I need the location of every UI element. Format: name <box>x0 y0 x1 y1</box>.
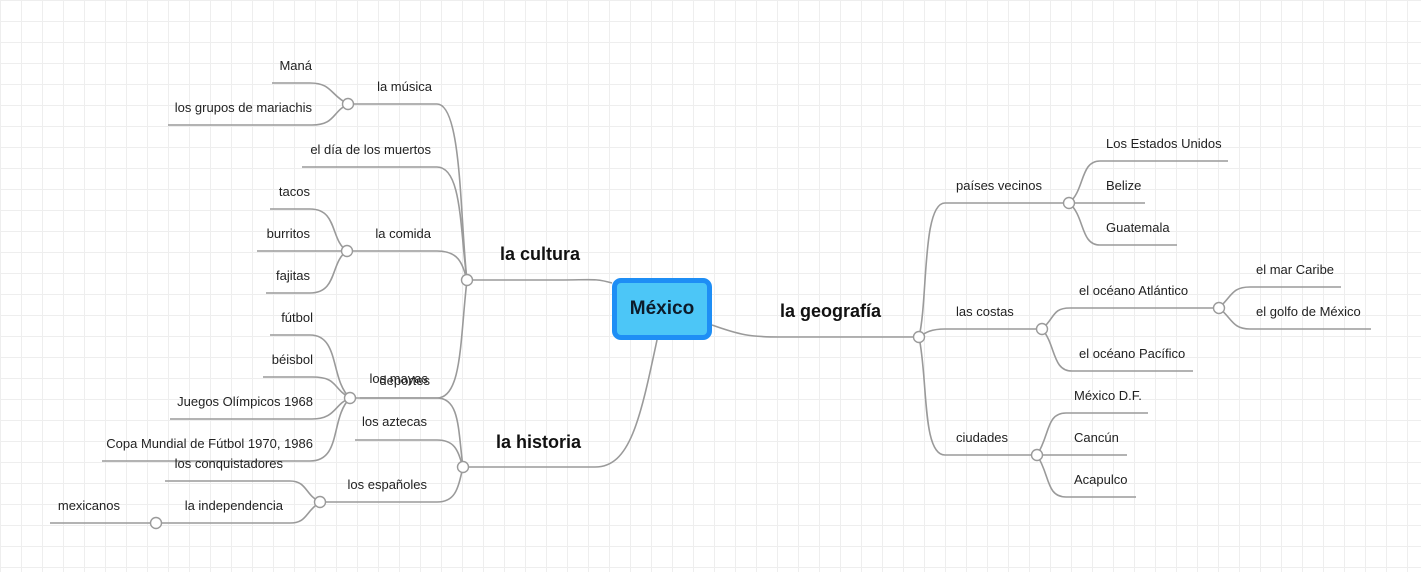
node-mariachis[interactable]: los grupos de mariachis <box>174 100 312 115</box>
connector-df <box>1036 412 1148 456</box>
node-copa[interactable]: Copa Mundial de Fútbol 1970, 1986 <box>106 436 313 451</box>
toggle-cultura[interactable] <box>460 273 474 287</box>
connector-atlantico <box>1041 307 1219 330</box>
node-espanoles[interactable]: los españoles <box>347 477 428 492</box>
node-tacos[interactable]: tacos <box>278 184 310 199</box>
toggle-espanoles[interactable] <box>313 495 327 509</box>
node-musica[interactable]: la música <box>377 79 432 94</box>
connector-tacos <box>270 208 348 252</box>
node-mexicanos[interactable]: mexicanos <box>57 498 120 513</box>
connector-aztecas <box>355 439 464 468</box>
connector-mayas <box>360 397 464 468</box>
branch-cultura[interactable]: la cultura <box>500 244 581 264</box>
toggle-historia[interactable] <box>456 460 470 474</box>
node-acapulco[interactable]: Acapulco <box>1074 472 1128 487</box>
branch-historia[interactable]: la historia <box>496 432 582 452</box>
connector-guatemala <box>1068 202 1177 246</box>
toggle-vecinos[interactable] <box>1062 196 1076 210</box>
node-fajitas[interactable]: fajitas <box>276 268 310 283</box>
connector-comida <box>347 250 468 281</box>
toggle-deportes[interactable] <box>343 391 357 405</box>
toggle-comida[interactable] <box>340 244 354 258</box>
node-eeuu[interactable]: Los Estados Unidos <box>1106 136 1222 151</box>
node-muertos[interactable]: el día de los muertos <box>310 142 431 157</box>
toggle-geografia[interactable] <box>912 330 926 344</box>
connector-ciudades <box>918 336 1037 456</box>
node-atlantico[interactable]: el océano Atlántico <box>1079 283 1189 298</box>
connector-historia <box>463 339 658 468</box>
connector-acapulco <box>1036 454 1136 498</box>
connector-muertos <box>302 166 468 281</box>
connector-fajitas <box>266 250 348 294</box>
toggle-costas[interactable] <box>1035 322 1049 336</box>
node-independencia[interactable]: la independencia <box>184 498 283 513</box>
connector-vecinos <box>918 202 1069 338</box>
node-guatemala[interactable]: Guatemala <box>1106 220 1170 235</box>
connector-costas <box>918 328 1042 338</box>
node-ciudades[interactable]: ciudades <box>956 430 1009 445</box>
connector-geografia <box>711 324 919 338</box>
connector-copa <box>102 397 351 462</box>
node-beisbol[interactable]: béisbol <box>271 352 313 367</box>
node-mayas[interactable]: los mayas <box>369 371 428 386</box>
toggle-ciudades[interactable] <box>1030 448 1044 462</box>
connector-eeuu <box>1068 160 1228 204</box>
node-burritos[interactable]: burritos <box>266 226 310 241</box>
node-deportes[interactable]: deportes <box>379 373 430 388</box>
node-pacifico[interactable]: el océano Pacífico <box>1079 346 1186 361</box>
node-aztecas[interactable]: los aztecas <box>361 414 427 429</box>
node-caribe[interactable]: el mar Caribe <box>1256 262 1335 277</box>
node-juegos[interactable]: Juegos Olímpicos 1968 <box>177 394 313 409</box>
toggle-independencia[interactable] <box>149 516 163 530</box>
connector-cultura <box>467 278 613 284</box>
node-df[interactable]: México D.F. <box>1074 388 1142 403</box>
connector-futbol <box>270 334 351 399</box>
node-mana[interactable]: Maná <box>279 58 312 73</box>
node-vecinos[interactable]: países vecinos <box>956 178 1042 193</box>
connector-pacifico <box>1041 328 1193 372</box>
root-node[interactable]: México <box>612 278 712 340</box>
node-belize[interactable]: Belize <box>1106 178 1142 193</box>
node-futbol[interactable]: fútbol <box>281 310 313 325</box>
connector-espanoles <box>320 466 464 503</box>
node-cancun[interactable]: Cancún <box>1074 430 1119 445</box>
toggle-atlantico[interactable] <box>1212 301 1226 315</box>
node-conquistadores[interactable]: los conquistadores <box>174 456 283 471</box>
branch-geografia[interactable]: la geografía <box>780 301 882 321</box>
toggle-musica[interactable] <box>341 97 355 111</box>
node-costas[interactable]: las costas <box>956 304 1014 319</box>
node-comida[interactable]: la comida <box>375 226 431 241</box>
node-golfo[interactable]: el golfo de México <box>1256 304 1361 319</box>
